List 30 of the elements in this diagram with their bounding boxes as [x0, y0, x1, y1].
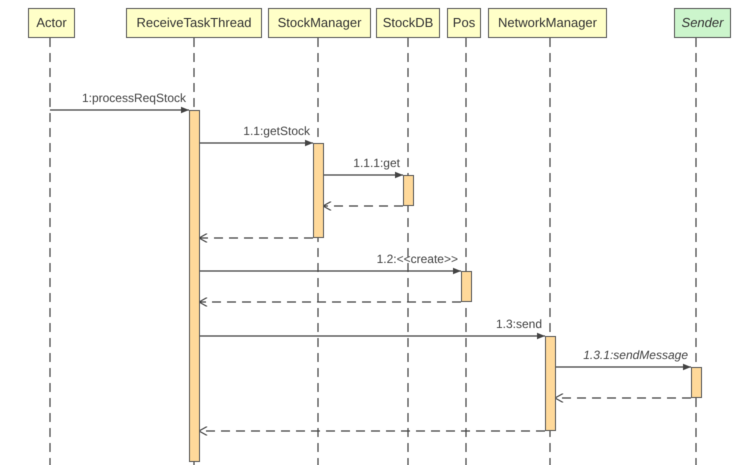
message-arrow: [555, 364, 691, 370]
message-label: 1.2:<<create>>: [376, 252, 458, 266]
lifeline-name: StockDB: [382, 14, 434, 32]
activation-bar: [545, 336, 556, 431]
lifeline-name: Actor: [36, 14, 67, 32]
message-arrow: [199, 332, 545, 340]
message-arrow: [199, 140, 313, 146]
lifeline-name: Sender: [682, 14, 724, 32]
lifeline-name: NetworkManager: [498, 14, 597, 32]
return-arrow: [198, 426, 545, 436]
activation-bar: [691, 367, 702, 398]
message-arrow: [50, 106, 189, 114]
message-label: 1.3.1:sendMessage: [583, 348, 688, 362]
lifeline-name: StockManager: [278, 14, 362, 32]
activation-bar: [189, 110, 200, 462]
message-arrow: [323, 172, 403, 178]
return-arrow: [198, 296, 461, 308]
return-arrow: [198, 232, 313, 244]
message-label: 1.1:getStock: [243, 124, 310, 138]
message-arrow: [199, 268, 461, 274]
message-label: 1.3:send: [496, 317, 542, 331]
message-label: 1.1.1:get: [353, 156, 400, 170]
activation-bar: [313, 143, 324, 238]
activation-bar: [461, 271, 472, 302]
return-arrow: [554, 392, 691, 404]
return-arrow: [322, 200, 403, 212]
lifeline-name: ReceiveTaskThread: [136, 14, 252, 32]
message-label: 1:processReqStock: [82, 91, 186, 105]
lifeline-name: Pos: [452, 14, 476, 32]
activation-bar: [403, 175, 414, 206]
